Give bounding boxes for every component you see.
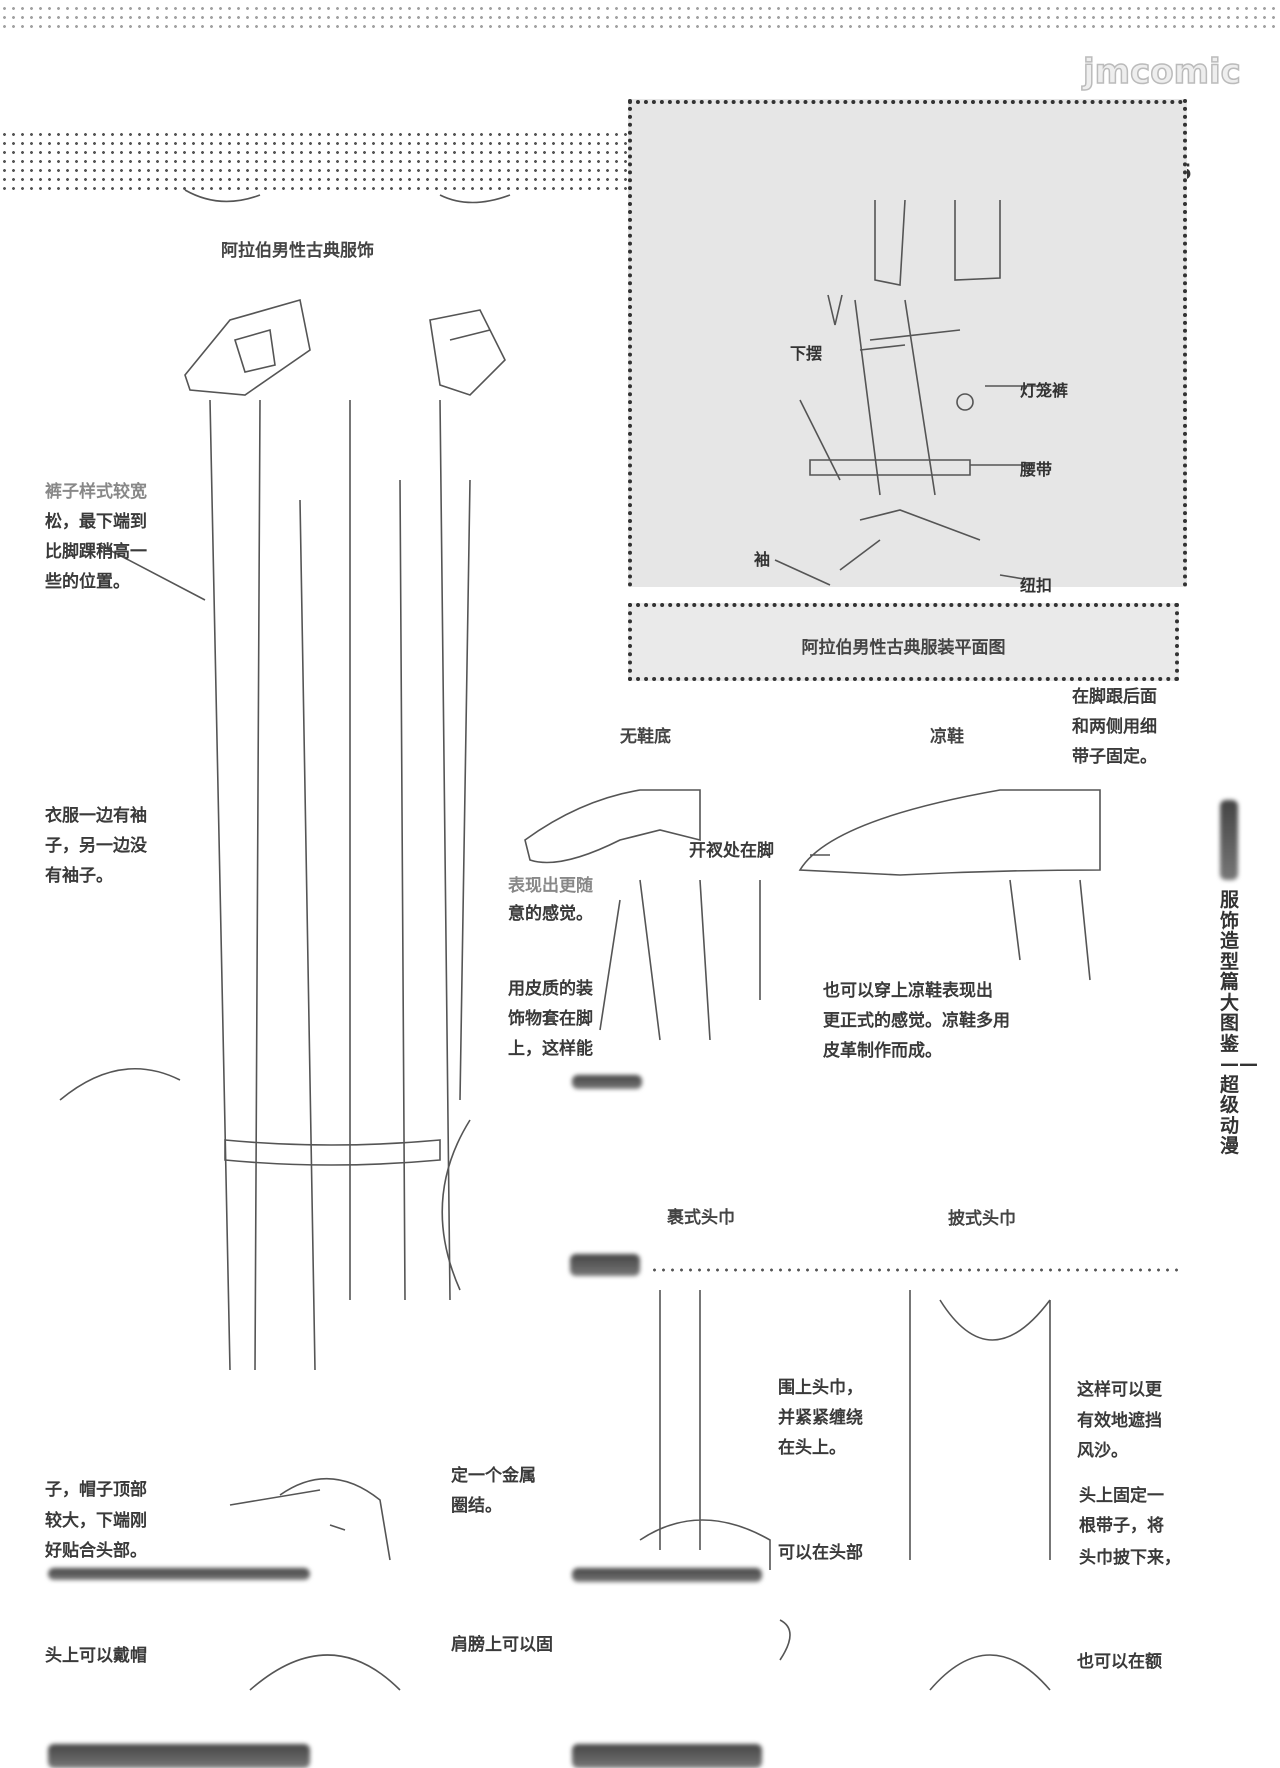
note-strap-3: 带子固定。 [1072, 747, 1157, 767]
turban-sketches [639, 1290, 1051, 1570]
note-drape-5: 根带子，将 [1079, 1516, 1164, 1536]
sandal-leg-lines [1009, 879, 1091, 981]
note-sleeve-1: 衣服一边有袖 [45, 806, 147, 826]
note-slit: 开衩处在脚 [689, 841, 774, 861]
top-edge-sketch [184, 189, 511, 204]
sandal-title: 凉鞋 [930, 727, 964, 747]
note-shoulder: 肩膀上可以固 [451, 1635, 553, 1655]
note-wrap-more: 可以在头部 [778, 1543, 863, 1563]
note-leather-3: 上，这样能 [508, 1039, 593, 1059]
diagram-leader-lines [774, 344, 1040, 586]
note-hat-3: 好贴合头部。 [45, 1541, 147, 1561]
note-drape-6: 头巾披下来， [1079, 1548, 1181, 1568]
label-belt: 腰带 [1020, 460, 1053, 479]
note-drape-more: 也可以在额 [1077, 1652, 1162, 1672]
section-tab [572, 1075, 642, 1089]
section-tab [570, 1254, 640, 1276]
note-hat-more: 头上可以戴帽 [45, 1646, 147, 1666]
note-formal-3: 皮革制作而成。 [823, 1041, 942, 1061]
label-button: 纽扣 [1020, 576, 1053, 595]
note-wrap-3: 在头上。 [778, 1438, 846, 1458]
diagram-pants-sketch [874, 199, 1001, 286]
side-tab [1220, 800, 1238, 880]
flat-diagram-panel [628, 99, 1187, 587]
note-hat-2: 较大，下端刚 [45, 1511, 147, 1531]
note-leather-2: 饰物套在脚 [508, 1009, 593, 1029]
section-tab [48, 1744, 310, 1768]
note-formal-1: 也可以穿上凉鞋表现出 [823, 981, 993, 1001]
section-tab [572, 1744, 762, 1768]
diagram-hem-sketch [827, 294, 961, 496]
note-drape-3: 风沙。 [1077, 1441, 1128, 1461]
note-sleeve-3: 有袖子。 [45, 866, 113, 886]
label-sleeve: 袖 [754, 550, 771, 569]
note-strap-2: 和两侧用细 [1072, 717, 1157, 737]
note-strap-1: 在脚跟后面 [1072, 687, 1157, 707]
dot-divider [650, 1266, 1180, 1274]
robe-belt [224, 1139, 441, 1166]
label-lantern-pants: 灯笼裤 [1020, 381, 1069, 400]
note-pants-2: 松，最下端到 [45, 512, 147, 532]
section-title: 阿拉伯男性古典服饰 [221, 241, 374, 261]
label-hem: 下摆 [790, 344, 823, 363]
note-pants-1: 裤子样式较宽 [45, 482, 147, 502]
note-hat-1: 子，帽子顶部 [45, 1480, 147, 1500]
soleless-title: 无鞋底 [620, 727, 671, 747]
robe-fold-lines [209, 399, 471, 1371]
note-casual-2: 意的感觉。 [508, 904, 593, 924]
top-dot-band [0, 4, 1280, 34]
note-sleeve-2: 子，另一边没 [45, 836, 147, 856]
note-wrap-1: 围上头巾， [778, 1378, 863, 1398]
diagram-button [956, 393, 974, 411]
soleless-shoe-sketch [524, 789, 701, 864]
logo: jmcomic [1082, 51, 1241, 93]
note-ring-1: 定一个金属 [451, 1466, 536, 1486]
sandal-sketch-left [184, 298, 311, 396]
note-ring-2: 圈结。 [451, 1496, 502, 1516]
note-casual-1: 表现出更随 [508, 876, 593, 896]
note-pants-4: 些的位置。 [45, 572, 130, 592]
wrap-turban-title: 裹式头巾 [667, 1208, 735, 1228]
sandal-sketch-right [429, 309, 506, 396]
note-drape-4: 头上固定一 [1079, 1486, 1164, 1506]
note-leather-1: 用皮质的装 [508, 979, 593, 999]
section-tab [48, 1568, 310, 1580]
bottom-sketches [249, 1619, 1051, 1691]
robe-misc-lines [59, 544, 471, 1291]
diagram-belt-sketch [799, 399, 971, 481]
diagram-caption: 阿拉伯男性古典服装平面图 [801, 638, 1006, 658]
sandal-sketch [798, 789, 1101, 876]
face-sketch [229, 1477, 391, 1561]
diagram-caption-box: 阿拉伯男性古典服装平面图 [628, 603, 1179, 681]
note-drape-1: 这样可以更 [1077, 1380, 1162, 1400]
diagram-sleeve-sketch [839, 509, 981, 571]
drape-turban-title: 披式头巾 [948, 1209, 1016, 1229]
note-formal-2: 更正式的感觉。凉鞋多用 [823, 1011, 1010, 1031]
section-tab [572, 1568, 762, 1582]
side-title: 服饰造型篇大图鉴——超级动漫 [1220, 889, 1258, 1158]
note-wrap-2: 并紧紧缠绕 [778, 1408, 863, 1428]
note-drape-2: 有效地遮挡 [1077, 1411, 1162, 1431]
leg-lines [599, 879, 761, 1041]
panel-top-border [628, 100, 1183, 112]
note-pants-3: 比脚踝稍高一 [45, 542, 147, 562]
